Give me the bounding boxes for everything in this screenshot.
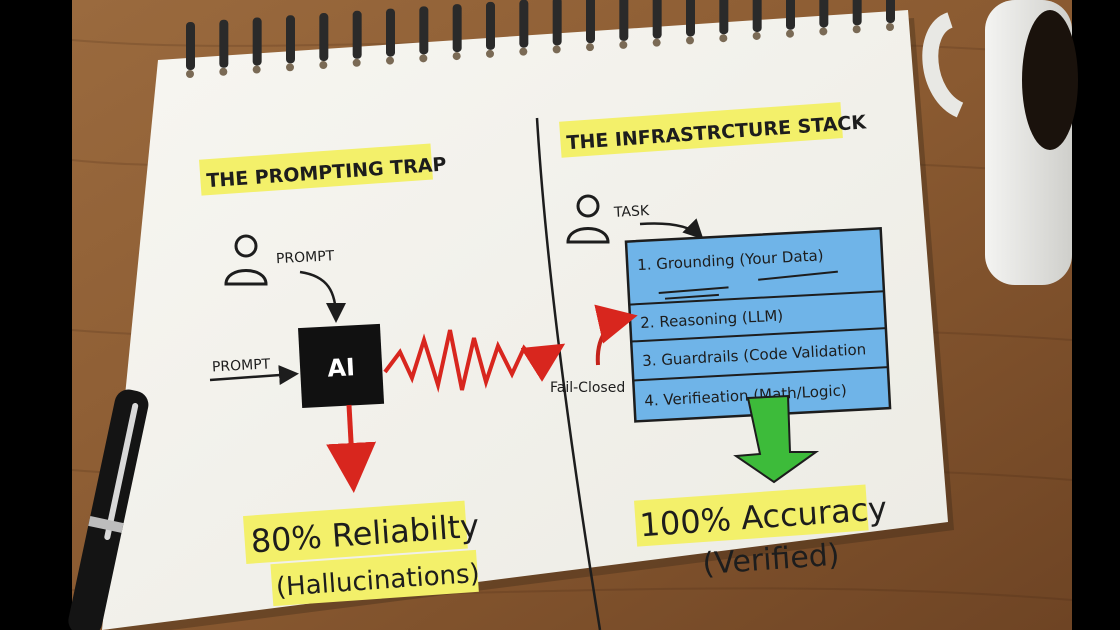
spiral-hole — [619, 41, 627, 49]
spiral-hole — [353, 59, 361, 67]
spiral-ring — [886, 0, 895, 23]
spiral-hole — [553, 45, 561, 53]
spiral-ring — [719, 0, 728, 34]
spiral-hole — [686, 36, 694, 44]
spiral-ring — [686, 0, 695, 36]
spiral-hole — [253, 66, 261, 74]
spiral-ring — [753, 0, 762, 32]
spiral-ring — [519, 0, 528, 48]
spiral-hole — [319, 61, 327, 69]
task-label: TASK — [613, 203, 651, 221]
spiral-hole — [519, 48, 527, 56]
spiral-ring — [653, 0, 662, 39]
fail-closed-label: Fail-Closed — [550, 380, 625, 396]
spiral-hole — [653, 39, 661, 47]
prompt-label-side: PROMPT — [212, 356, 271, 375]
spiral-ring — [819, 0, 828, 27]
spiral-ring — [219, 20, 228, 68]
spiral-hole — [886, 23, 894, 31]
spiral-hole — [853, 25, 861, 33]
spiral-ring — [186, 22, 195, 70]
spiral-hole — [386, 57, 394, 65]
spiral-hole — [786, 30, 794, 38]
prompt-label-top: PROMPT — [276, 248, 335, 267]
spiral-hole — [753, 32, 761, 40]
spiral-hole — [486, 50, 494, 58]
spiral-ring — [453, 4, 462, 52]
spiral-hole — [286, 63, 294, 71]
spiral-hole — [453, 52, 461, 60]
spiral-ring — [619, 0, 628, 41]
spiral-hole — [719, 34, 727, 42]
spiral-hole — [219, 68, 227, 76]
spiral-ring — [486, 2, 495, 50]
ai-label: AI — [327, 353, 356, 382]
infrastructure-stack: 1. Grounding (Your Data) 2. Reasoning (L… — [626, 228, 890, 421]
spiral-ring — [419, 6, 428, 54]
spiral-ring — [286, 15, 295, 63]
spiral-hole — [419, 54, 427, 62]
spiral-ring — [319, 13, 328, 61]
spiral-ring — [353, 11, 362, 59]
spiral-hole — [186, 70, 194, 78]
spiral-ring — [253, 18, 262, 66]
spiral-ring — [786, 0, 795, 30]
spiral-ring — [853, 0, 862, 25]
spiral-ring — [386, 9, 395, 57]
spiral-hole — [586, 43, 594, 51]
spiral-ring — [553, 0, 562, 45]
spiral-ring — [586, 0, 595, 43]
spiral-hole — [819, 27, 827, 35]
